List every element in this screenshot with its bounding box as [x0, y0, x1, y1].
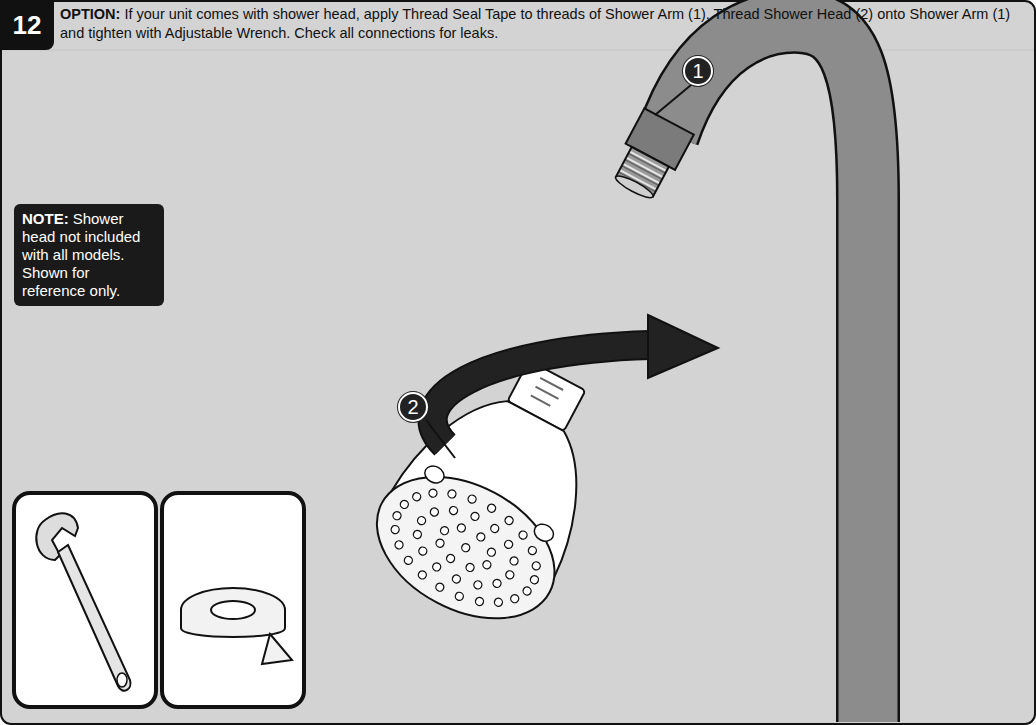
nozzle	[447, 489, 458, 500]
nozzle	[504, 569, 515, 580]
nozzle	[439, 525, 450, 536]
nozzle	[454, 591, 465, 602]
nozzle	[429, 507, 440, 518]
nozzle	[486, 547, 497, 558]
nozzle	[416, 515, 427, 526]
nozzle	[503, 539, 514, 550]
nozzle	[531, 560, 542, 571]
note-heading: NOTE:	[22, 210, 69, 227]
nozzle	[456, 523, 467, 534]
nozzle	[417, 546, 428, 557]
nozzle	[467, 494, 478, 505]
option-label: OPTION:	[60, 6, 120, 22]
nozzle	[448, 505, 459, 516]
nozzle	[518, 530, 529, 541]
nozzle	[445, 553, 456, 564]
callout-number: 1	[692, 60, 703, 83]
wrench-icon	[14, 493, 156, 707]
nozzle	[492, 578, 503, 589]
nozzle	[428, 488, 439, 499]
nozzle	[434, 582, 445, 593]
tape-icon	[162, 493, 304, 707]
nozzle	[509, 593, 520, 604]
nozzle	[435, 538, 446, 549]
nozzle	[411, 491, 422, 502]
note-box: NOTE:Shower head not included with all m…	[14, 204, 164, 306]
nozzle	[504, 515, 515, 526]
nozzle	[493, 597, 504, 608]
instruction-text: If your unit comes with shower head, app…	[60, 6, 1010, 41]
shower-arm	[607, 22, 868, 722]
instruction-text: OPTION:If your unit comes with shower he…	[60, 5, 1020, 43]
nozzle	[403, 555, 414, 566]
nozzle	[399, 499, 410, 510]
nozzle	[431, 562, 442, 573]
nozzle	[474, 596, 485, 607]
nozzle	[475, 532, 486, 543]
nozzle	[472, 579, 483, 590]
leader-line	[655, 80, 697, 115]
nozzle	[529, 574, 540, 585]
step-number: 12	[0, 0, 54, 50]
nozzle	[489, 523, 500, 534]
leader-line	[426, 420, 455, 458]
nozzle	[394, 539, 405, 550]
nozzle	[527, 545, 538, 556]
rotation-arrow	[433, 315, 718, 445]
nozzle	[417, 570, 428, 581]
nozzle	[392, 510, 403, 521]
nozzle	[470, 511, 481, 522]
nozzle	[451, 574, 462, 585]
step-number: 12	[13, 10, 42, 41]
nozzle	[522, 586, 533, 597]
nozzle	[486, 503, 497, 514]
callout-number: 2	[398, 392, 428, 422]
nozzle	[465, 562, 476, 573]
nozzle	[412, 529, 423, 540]
nozzle	[390, 524, 401, 535]
nozzle	[509, 556, 520, 567]
nozzle	[460, 542, 471, 553]
callout-number: 2	[407, 396, 418, 419]
callout-number: 1	[683, 56, 713, 86]
nozzle	[481, 559, 492, 570]
